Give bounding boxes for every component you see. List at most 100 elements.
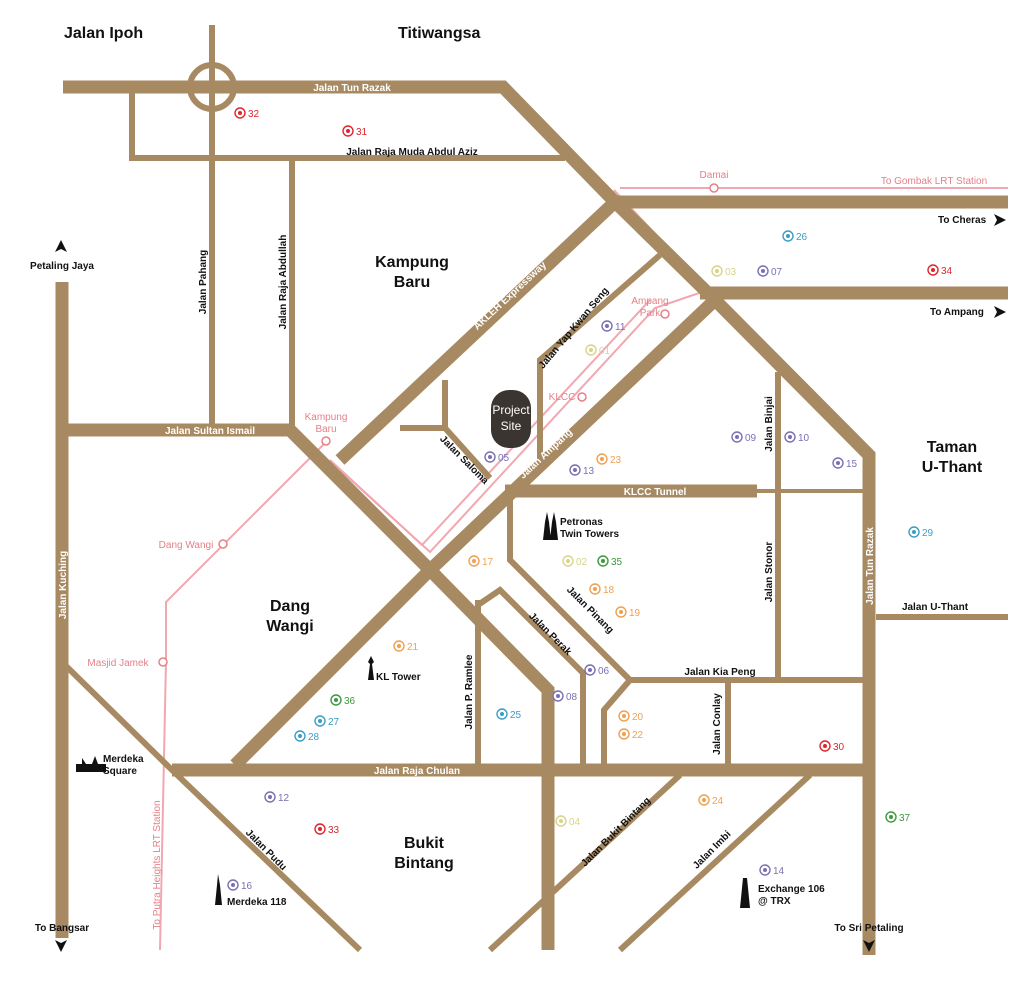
poi-number: 30 [833,742,845,753]
poi-dot [735,435,739,439]
poi-number: 31 [356,127,368,138]
poi-31: 31 [342,125,368,138]
station-masjid-jamek: Masjid Jamek [87,658,149,669]
tower-icon [368,656,374,680]
arrow-right-icon [994,306,1006,318]
poi-dot [702,798,706,802]
poi-02: 02 [562,555,588,568]
road-tun-razak-north [63,80,876,955]
poi-dot [788,435,792,439]
poi-number: 20 [632,712,644,723]
label-raja-chulan: Jalan Raja Chulan [374,766,460,777]
station-icon [218,539,228,549]
poi-12: 12 [264,791,290,804]
poi-number: 24 [712,796,724,807]
poi-03: 03 [711,265,737,278]
poi-number: 36 [344,696,356,707]
label-tun-razak-north: Jalan Tun Razak [313,83,391,94]
label-conlay: Jalan Conlay [712,693,723,755]
poi-27: 27 [314,715,340,728]
label-binjai: Jalan Binjai [764,396,775,452]
poi-dot [605,324,609,328]
road-pinang [507,490,635,765]
road-yap-kwan-seng [537,252,662,460]
poi-dot [318,827,322,831]
poi-dot [231,883,235,887]
project-site-badge [491,390,531,448]
poi-number: 08 [566,692,578,703]
twin-towers-icon [543,512,558,540]
poi-dot [601,559,605,563]
poi-number: 01 [599,346,611,357]
station-icon [660,309,670,319]
landmark-kl-tower: KL Tower [376,672,421,683]
label-stonor: Jalan Stonor [764,542,775,603]
rail-stations: To Gombak LRT Station To Putra Heights L… [87,170,987,930]
poi-10: 10 [784,431,810,444]
poi-dot [823,744,827,748]
road-imbi [617,772,813,953]
poi-number: 11 [615,322,626,333]
poi-number: 27 [328,717,340,728]
station-icon [577,392,587,402]
poi-28: 28 [294,730,320,743]
poi-dot [619,610,623,614]
poi-26: 26 [782,230,808,243]
poi-05: 05 [484,451,510,464]
poi-number: 26 [796,232,808,243]
label-kia-peng: Jalan Kia Peng [684,667,755,678]
poi-number: 15 [846,459,858,470]
poi-dot [786,234,790,238]
direction-to-ampang: To Ampang [930,307,984,318]
label-kuching: Jalan Kuching [58,551,69,619]
label-sultan-ismail: Jalan Sultan Ismail [165,426,255,437]
poi-dot [715,269,719,273]
road-perak [476,586,586,765]
poi-number: 33 [328,825,340,836]
poi-number: 22 [632,730,644,741]
poi-21: 21 [393,640,419,653]
poi-30: 30 [819,740,845,753]
poi-25: 25 [496,708,522,721]
road-pudu [62,662,363,953]
poi-number: 09 [745,433,757,444]
label-klcc-tunnel: KLCC Tunnel [624,487,687,498]
poi-08: 08 [552,690,578,703]
poi-number: 05 [498,453,510,464]
road-saloma [400,380,493,481]
merdeka-square-icon [76,756,106,772]
poi-23: 23 [596,453,622,466]
arrow-right-icon [994,214,1006,226]
poi-06: 06 [584,664,610,677]
poi-number: 21 [407,642,419,653]
poi-dot [589,348,593,352]
label-raja-muda-abdul-aziz: Jalan Raja Muda Abdul Aziz [346,147,478,158]
label-yap-kwan-seng: Jalan Yap Kwan Seng [537,286,611,372]
poi-number: 12 [278,793,290,804]
poi-number: 03 [725,267,737,278]
poi-number: 28 [308,732,320,743]
area-jalan-ipoh: Jalan Ipoh [64,25,143,42]
station-icon [158,657,168,667]
road-bukit-bintang [487,772,683,953]
arrow-down-icon [55,940,67,952]
station-damai: Damai [700,170,729,181]
roundabout [187,62,237,112]
poi-dot [761,269,765,273]
poi-number: 25 [510,710,522,721]
poi-16: 16 [227,879,253,892]
poi-number: 04 [569,817,581,828]
poi-01: 01 [585,344,611,357]
poi-number: 07 [771,267,783,278]
area-titiwangsa: Titiwangsa [398,25,480,42]
label-raja-abdullah: Jalan Raja Abdullah [278,235,289,330]
road-raja-muda [129,87,565,161]
poi-dot [559,819,563,823]
poi-dot [346,129,350,133]
